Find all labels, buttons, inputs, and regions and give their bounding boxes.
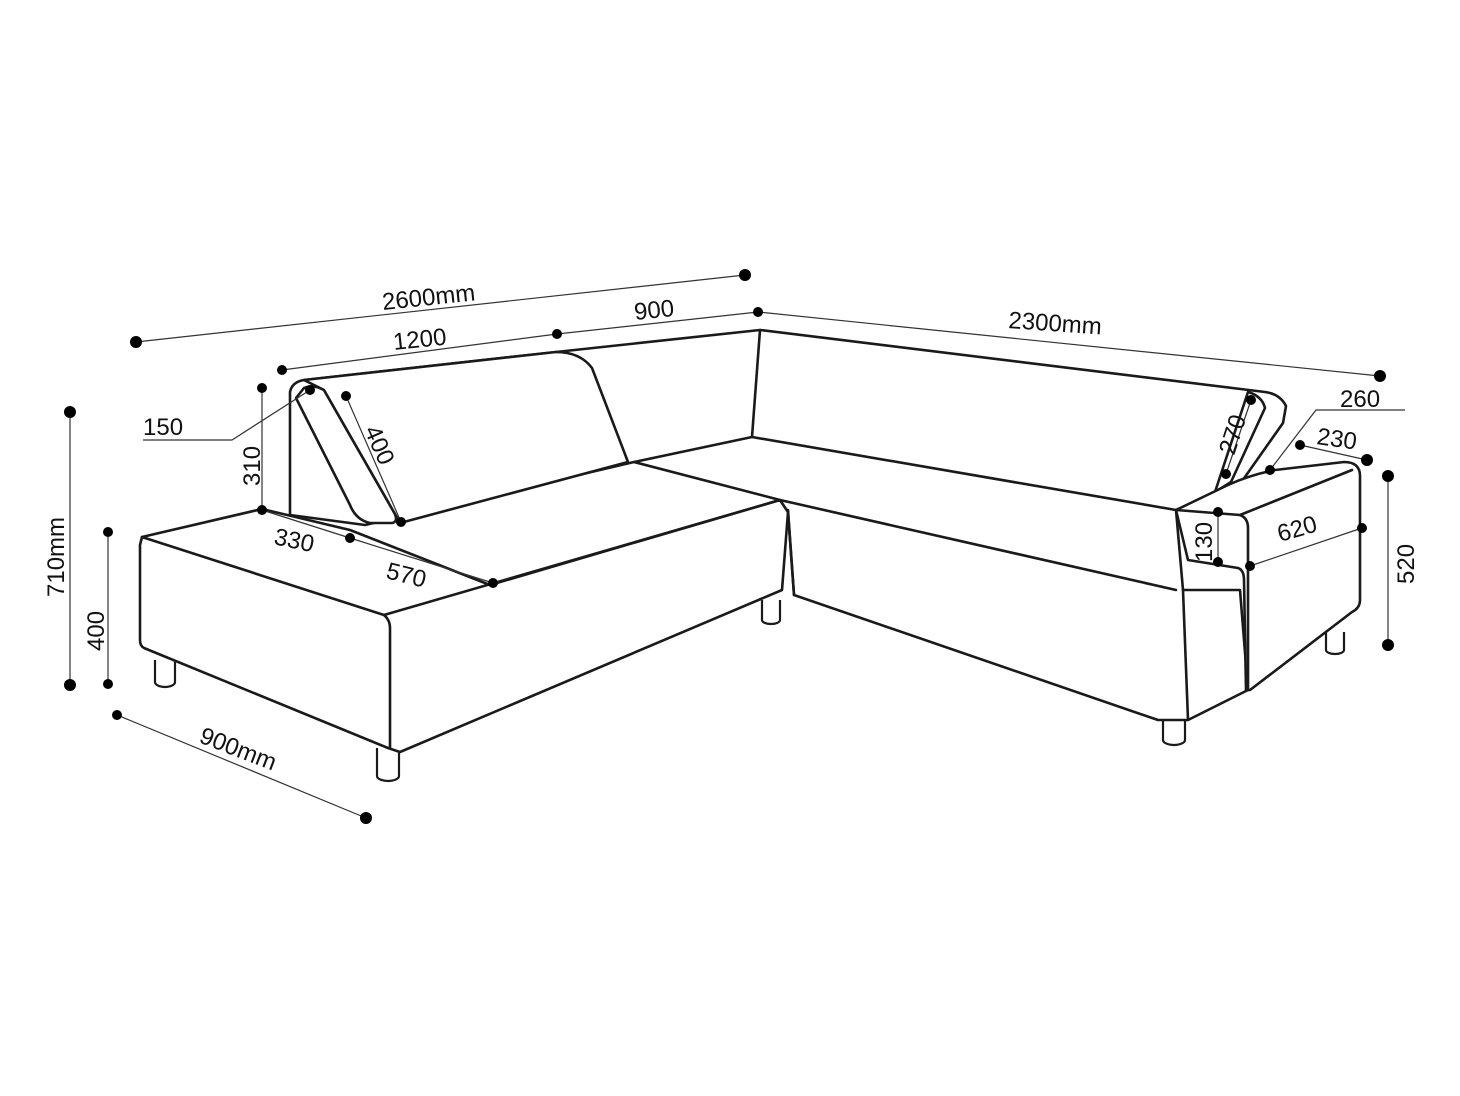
right-armrest xyxy=(1174,460,1362,692)
dot xyxy=(488,578,498,588)
dot xyxy=(277,365,287,375)
dim-line-1200 xyxy=(281,333,558,371)
dim-line-900-top xyxy=(556,311,759,335)
middle-back-cushion xyxy=(302,350,630,525)
dim-line-2300 xyxy=(757,311,1381,377)
dimension-lines xyxy=(69,274,1405,819)
label-back-segment-corner: 900 xyxy=(633,295,676,326)
dim-line-270 xyxy=(1225,399,1252,475)
dot xyxy=(130,336,142,348)
dot xyxy=(257,383,267,393)
dot xyxy=(257,505,267,515)
dot xyxy=(341,391,351,401)
dot xyxy=(103,679,113,689)
dot xyxy=(112,710,122,720)
dim-line-2600 xyxy=(135,274,746,343)
dot xyxy=(1245,561,1255,571)
dimension-endpoints xyxy=(64,269,1394,824)
dot xyxy=(305,385,315,395)
dot xyxy=(1221,469,1231,479)
dot xyxy=(64,679,76,691)
dot xyxy=(360,812,372,824)
dot xyxy=(1213,507,1223,517)
dim-line-150 xyxy=(143,389,311,441)
chaise-seat xyxy=(138,498,790,754)
leg-front-right xyxy=(1161,718,1187,747)
leg-front-chaise xyxy=(375,748,401,783)
dim-line-620 xyxy=(1249,527,1363,567)
right-seat-front-edge xyxy=(778,498,1178,592)
dot xyxy=(552,329,562,339)
label-total-height: 710mm xyxy=(43,517,70,597)
dim-line-570 xyxy=(349,537,494,584)
dot xyxy=(1246,395,1256,405)
label-armrest-width: 230 xyxy=(1315,423,1358,455)
right-seat-end-edge xyxy=(1181,588,1190,722)
dot xyxy=(739,269,751,281)
label-chaise-width: 900mm xyxy=(196,722,280,776)
dim-line-900-chaise xyxy=(116,714,367,819)
dot xyxy=(1374,370,1386,382)
dim-line-400-cushion xyxy=(345,395,402,523)
dot xyxy=(1295,440,1305,450)
dot xyxy=(1382,470,1394,482)
dot xyxy=(345,533,355,543)
leg-back-right xyxy=(1324,632,1346,656)
dot xyxy=(103,527,113,537)
dot xyxy=(1213,557,1223,567)
label-arm-height: 520 xyxy=(1393,544,1420,584)
label-overall-length-right: 2300mm xyxy=(1008,307,1103,340)
right-back-cushion xyxy=(1213,390,1267,494)
label-overall-length-left: 2600mm xyxy=(381,279,477,316)
right-seat-corner-edge xyxy=(786,508,796,597)
label-armrest-height: 130 xyxy=(1191,522,1218,562)
leg-front-left xyxy=(153,660,177,689)
dim-line-260 xyxy=(1269,409,1405,471)
dim-line-330 xyxy=(261,509,351,539)
armrest-top-back-edge xyxy=(1238,468,1354,517)
dot xyxy=(753,307,763,317)
label-seat-height: 400 xyxy=(83,611,110,651)
dot xyxy=(1382,639,1394,651)
dot xyxy=(1265,465,1275,475)
corner-crease xyxy=(750,328,762,439)
dim-line-230 xyxy=(1299,444,1368,461)
dot xyxy=(64,406,76,418)
dot xyxy=(1357,523,1367,533)
sofa-drawing xyxy=(138,328,1362,783)
label-cushion-thickness: 150 xyxy=(143,414,183,441)
dot xyxy=(396,517,406,527)
sofa-legs xyxy=(153,600,1346,783)
label-back-segment-left: 1200 xyxy=(392,324,448,356)
leg-inner-corner xyxy=(760,600,782,626)
dot xyxy=(1361,454,1373,466)
label-right-back-thickness: 260 xyxy=(1340,386,1380,413)
right-seat xyxy=(632,435,1250,722)
label-back-height: 310 xyxy=(239,446,266,486)
chaise-top-edge xyxy=(382,498,782,617)
